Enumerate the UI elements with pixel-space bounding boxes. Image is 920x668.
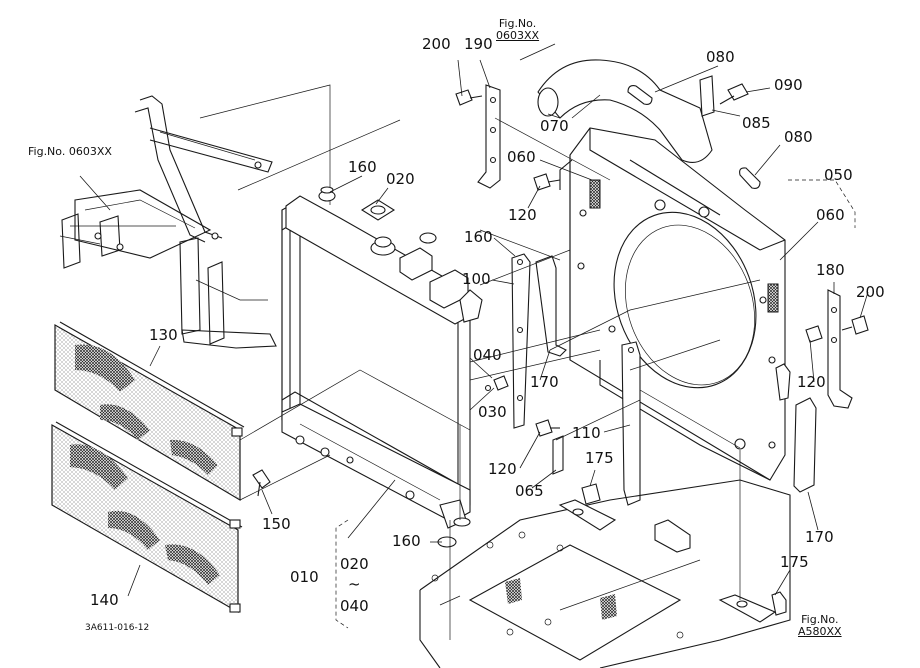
part-label-160-bottom[interactable]: 160 (392, 532, 421, 550)
part-label-130[interactable]: 130 (149, 326, 178, 344)
grommet-top (318, 186, 336, 202)
seal-170-mid (535, 255, 567, 357)
bolt-200-top (455, 89, 483, 106)
fig-ref-left: Fig.No. 0603XX (28, 146, 112, 158)
part-label-090[interactable]: 090 (774, 76, 803, 94)
fig-ref-left-number[interactable]: 0603XX (68, 145, 112, 158)
part-label-120-bottom[interactable]: 120 (488, 460, 517, 478)
part-label-140[interactable]: 140 (90, 591, 119, 609)
pin-150 (252, 469, 271, 497)
part-label-175-top[interactable]: 175 (585, 449, 614, 467)
part-label-060-right[interactable]: 060 (816, 206, 845, 224)
seal-170-right (793, 397, 817, 493)
part-label-150[interactable]: 150 (262, 515, 291, 533)
part-label-065[interactable]: 065 (515, 482, 544, 500)
lower-screen-140 (51, 421, 243, 613)
washer-085 (699, 75, 715, 117)
bolt-090 (719, 83, 749, 105)
bolt-200-right (841, 315, 869, 335)
part-label-190[interactable]: 190 (464, 35, 493, 53)
part-label-020-range-start[interactable]: 020 (340, 555, 369, 573)
radiator-cap (360, 199, 396, 221)
bolt-120-bottom (535, 419, 560, 437)
floor-plate (419, 450, 791, 668)
fig-ref-left-label: Fig.No. (28, 145, 66, 158)
part-label-080-top[interactable]: 080 (706, 48, 735, 66)
hose-clamp-080-right (739, 167, 761, 189)
fig-ref-top: Fig.No. 0603XX (496, 18, 539, 42)
bolt-030-040 (484, 375, 509, 392)
bolt-120-top (533, 173, 561, 191)
part-label-120-top[interactable]: 120 (508, 206, 537, 224)
part-label-085[interactable]: 085 (742, 114, 771, 132)
part-label-020[interactable]: 020 (386, 170, 415, 188)
part-label-170-mid[interactable]: 170 (530, 373, 559, 391)
part-label-060-top[interactable]: 060 (507, 148, 536, 166)
part-label-050[interactable]: 050 (824, 166, 853, 184)
hose-clamp-080-top (627, 85, 653, 105)
part-label-070[interactable]: 070 (540, 117, 569, 135)
part-label-160-top[interactable]: 160 (348, 158, 377, 176)
stay-100 (511, 253, 531, 429)
assembly-guide-lines (239, 117, 761, 520)
fig-ref-top-label: Fig.No. (498, 17, 537, 30)
part-label-160-mid[interactable]: 160 (464, 228, 493, 246)
part-label-range-tilde: ~ (348, 575, 361, 593)
leader-lines (79, 43, 869, 597)
part-label-200-top[interactable]: 200 (422, 35, 451, 53)
part-label-110[interactable]: 110 (572, 424, 601, 442)
radiator (281, 195, 483, 529)
bolt-120-right (805, 325, 823, 343)
part-label-030[interactable]: 030 (478, 403, 507, 421)
bracket-190 (477, 84, 501, 189)
part-label-040[interactable]: 040 (473, 346, 502, 364)
bracket-180 (827, 289, 853, 409)
fig-ref-bottom-right-number[interactable]: A580XX (798, 625, 842, 638)
part-label-080-right[interactable]: 080 (784, 128, 813, 146)
seal-120-right (775, 363, 791, 401)
part-label-180[interactable]: 180 (816, 261, 845, 279)
stay-110 (621, 341, 641, 506)
plate-065 (552, 435, 564, 475)
part-label-010[interactable]: 010 (290, 568, 319, 586)
frame-bracket-assembly (59, 84, 401, 349)
fig-ref-top-number[interactable]: 0603XX (496, 29, 540, 42)
fig-ref-bottom-right: Fig.No. A580XX (798, 614, 842, 638)
part-label-120-right[interactable]: 120 (797, 373, 826, 391)
part-label-170-right[interactable]: 170 (805, 528, 834, 546)
drawing-code: 3A611-016-12 (85, 623, 150, 633)
part-label-200-right[interactable]: 200 (856, 283, 885, 301)
fig-ref-bottom-right-label: Fig.No. (801, 613, 839, 626)
part-label-175-bottom[interactable]: 175 (780, 553, 809, 571)
part-label-100[interactable]: 100 (462, 270, 491, 288)
part-label-040-range-end[interactable]: 040 (340, 597, 369, 615)
upper-hose (537, 59, 713, 163)
